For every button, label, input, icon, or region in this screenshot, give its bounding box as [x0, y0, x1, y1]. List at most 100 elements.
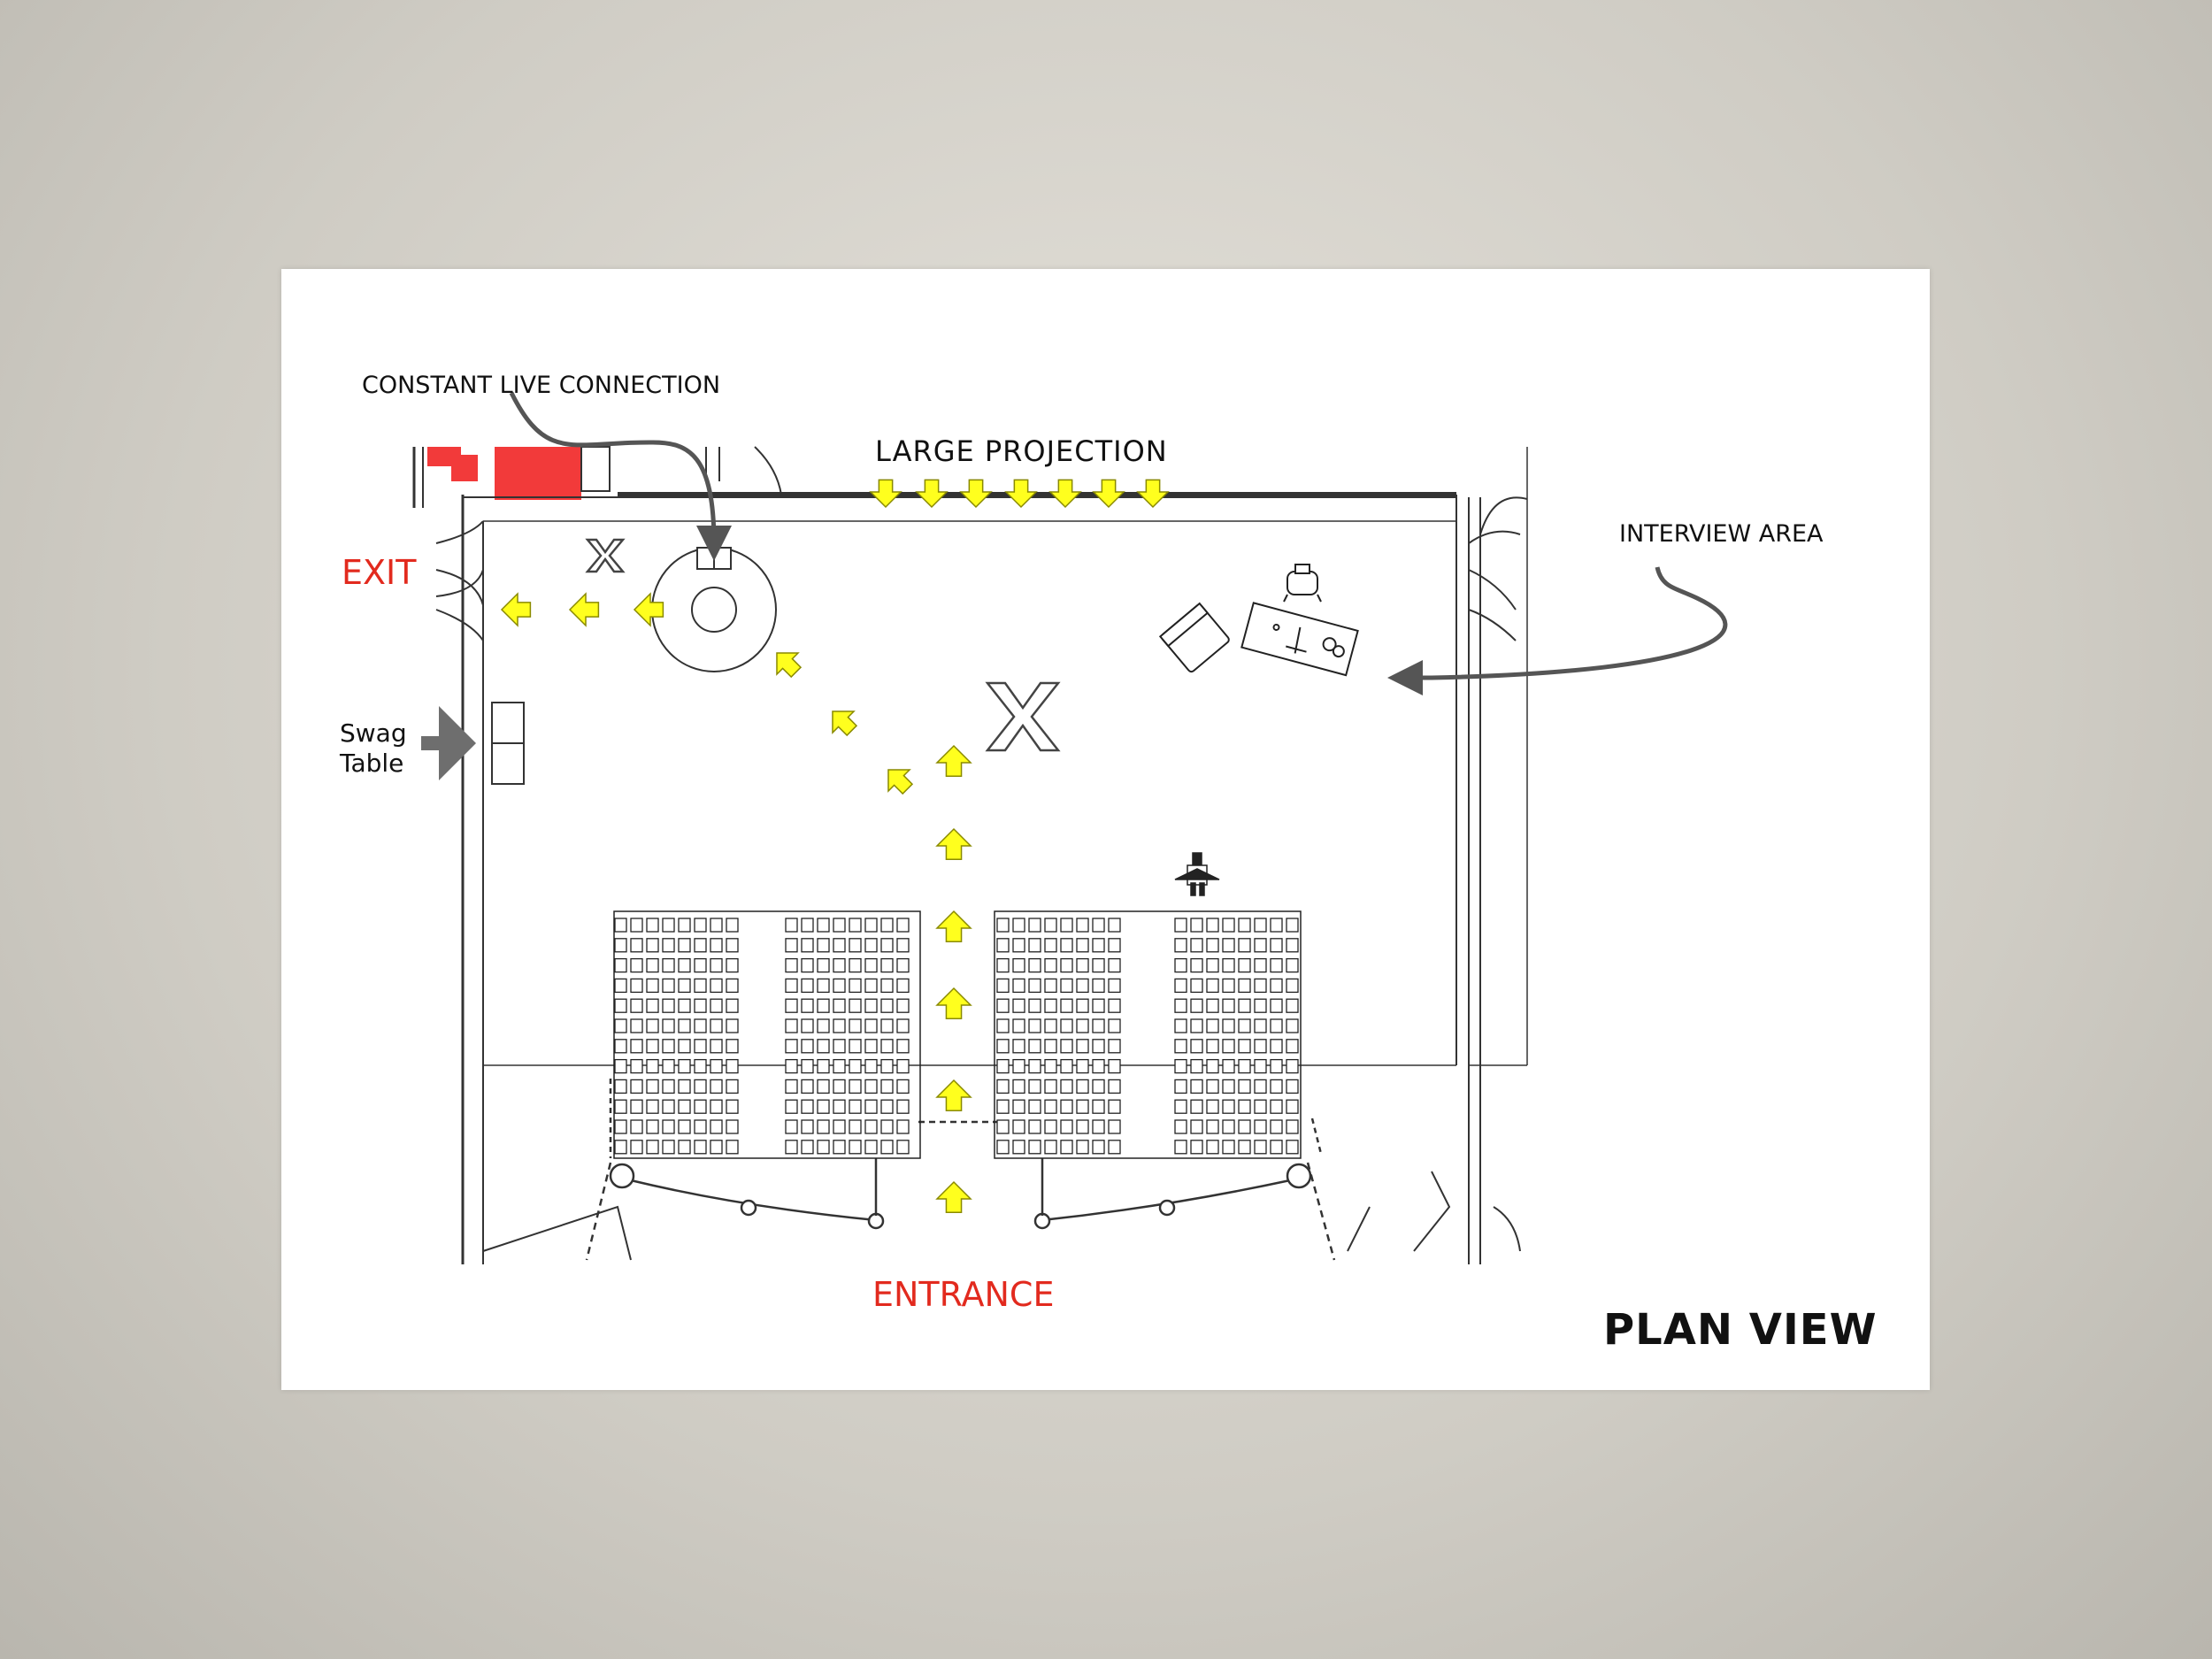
- projection-arrow: [1092, 479, 1125, 509]
- seat: [694, 1099, 707, 1114]
- seat: [1286, 957, 1299, 973]
- seat: [1076, 978, 1089, 994]
- seat: [817, 1099, 830, 1114]
- seat: [662, 938, 675, 953]
- seating-block-outline: [994, 910, 1302, 1159]
- seat: [896, 978, 910, 994]
- seat: [833, 957, 846, 973]
- seat: [1270, 1079, 1283, 1094]
- seat: [1044, 918, 1057, 933]
- seat: [1254, 998, 1267, 1013]
- seat: [896, 1039, 910, 1054]
- seat: [1076, 1018, 1089, 1033]
- seat: [1174, 978, 1187, 994]
- seat: [1190, 1079, 1203, 1094]
- seat: [646, 978, 659, 994]
- seat: [614, 957, 627, 973]
- seat: [833, 978, 846, 994]
- seat: [1108, 918, 1121, 933]
- seat: [817, 1039, 830, 1054]
- swag-table-label-line2: Table: [340, 749, 404, 778]
- seat: [1076, 957, 1089, 973]
- seat: [630, 1099, 643, 1114]
- seat: [833, 998, 846, 1013]
- seat: [726, 1018, 739, 1033]
- seat: [630, 918, 643, 933]
- seat: [1028, 978, 1041, 994]
- seat: [1190, 918, 1203, 933]
- seat: [1076, 938, 1089, 953]
- seat: [785, 938, 798, 953]
- seat: [849, 1058, 862, 1074]
- seat: [710, 1039, 723, 1054]
- seat: [1238, 1099, 1251, 1114]
- seat: [1012, 1058, 1025, 1074]
- seat: [646, 918, 659, 933]
- seat: [1206, 938, 1219, 953]
- seat: [1028, 1039, 1041, 1054]
- seat: [678, 1140, 691, 1155]
- seat: [1174, 1140, 1187, 1155]
- seat: [1092, 1018, 1105, 1033]
- seat: [1060, 1018, 1073, 1033]
- seat: [1028, 1099, 1041, 1114]
- seat: [785, 998, 798, 1013]
- seat: [1174, 957, 1187, 973]
- seat: [1060, 1119, 1073, 1134]
- seat: [1190, 957, 1203, 973]
- seat: [896, 1099, 910, 1114]
- seat: [1190, 1140, 1203, 1155]
- seat: [1092, 1039, 1105, 1054]
- seat: [817, 957, 830, 973]
- seat: [1222, 1039, 1235, 1054]
- seat: [710, 978, 723, 994]
- seat: [996, 998, 1010, 1013]
- seat: [1190, 998, 1203, 1013]
- seat: [710, 938, 723, 953]
- seat: [726, 918, 739, 933]
- seat: [1076, 918, 1089, 933]
- seat: [614, 1099, 627, 1114]
- seat: [726, 998, 739, 1013]
- seat: [785, 1140, 798, 1155]
- seat: [614, 998, 627, 1013]
- seat: [1174, 1039, 1187, 1054]
- seat: [785, 1099, 798, 1114]
- seat: [1044, 1018, 1057, 1033]
- pointer-arrow: [568, 592, 600, 627]
- seat: [1238, 1058, 1251, 1074]
- seat: [710, 1079, 723, 1094]
- pointer-arrow: [887, 769, 914, 795]
- seat: [864, 1039, 878, 1054]
- seat: [801, 978, 814, 994]
- projection-arrow: [869, 479, 902, 509]
- seat: [1028, 1058, 1041, 1074]
- swag-table-label-line1: Swag: [340, 718, 407, 748]
- seat: [849, 1079, 862, 1094]
- seat: [1108, 957, 1121, 973]
- seat: [1222, 1079, 1235, 1094]
- seat: [1206, 978, 1219, 994]
- seat: [630, 978, 643, 994]
- seat: [785, 957, 798, 973]
- seat: [646, 957, 659, 973]
- seat: [630, 998, 643, 1013]
- seat: [996, 1099, 1010, 1114]
- seat: [1044, 1079, 1057, 1094]
- seat: [1270, 1140, 1283, 1155]
- seat: [1270, 1018, 1283, 1033]
- seat: [710, 957, 723, 973]
- seat: [849, 978, 862, 994]
- seat: [785, 1079, 798, 1094]
- seat: [646, 1079, 659, 1094]
- seat: [1044, 957, 1057, 973]
- seat: [1012, 1099, 1025, 1114]
- seat: [678, 1099, 691, 1114]
- seat: [1206, 957, 1219, 973]
- seat: [614, 1018, 627, 1033]
- seat: [817, 1119, 830, 1134]
- seat: [1076, 1039, 1089, 1054]
- seat: [1012, 1039, 1025, 1054]
- swag-table-label: Swag Table: [340, 718, 446, 779]
- constant-live-connection-label: CONSTANT LIVE CONNECTION: [362, 372, 721, 399]
